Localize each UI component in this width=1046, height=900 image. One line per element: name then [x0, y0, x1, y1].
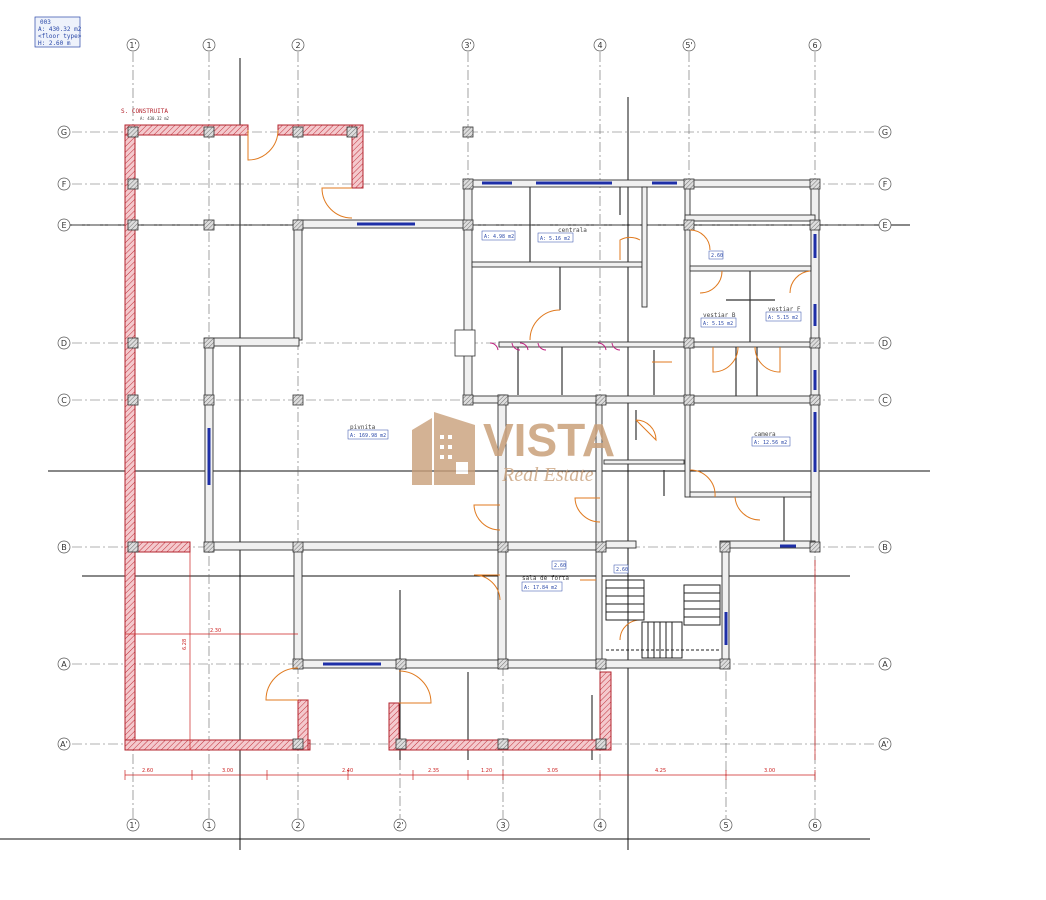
construction-area: A: 430.32 m2 — [140, 116, 169, 121]
dimension-value: 4.25 — [655, 768, 666, 774]
axis-label: B — [61, 543, 67, 552]
axis-bubbles-top: 1' 1 2 3' 4 5' 6 — [126, 38, 822, 52]
level-tag: 2.60 — [616, 567, 628, 573]
axis-label: D — [882, 339, 888, 348]
room-labels: S. CONSTRUITA A: 430.32 m2 A: 4.98 m2 ce… — [121, 108, 802, 592]
dimension-value: 2.40 — [342, 768, 353, 774]
dimension-value: 2.60 — [142, 768, 153, 774]
room-area: A: 5.16 m2 — [540, 236, 570, 242]
swing-doors — [489, 342, 621, 351]
axis-label: A' — [60, 740, 68, 749]
axis-label: 6 — [812, 821, 817, 830]
watermark-logo: VISTA Real Estate — [412, 412, 615, 486]
room-area: A: 4.98 m2 — [484, 234, 514, 240]
axis-label: 2 — [295, 821, 300, 830]
room-name-camera: camera — [754, 431, 776, 438]
axis-label: G — [61, 128, 67, 137]
room-name-sala-de-forta: sala de forta — [522, 575, 569, 582]
axis-bubbles-right: G F E D C B A A' — [878, 125, 892, 751]
dimension-value: 1.20 — [481, 768, 492, 774]
axis-label: 3' — [464, 41, 471, 50]
axis-label: 1' — [129, 41, 136, 50]
structural-columns — [127, 126, 821, 750]
room-name-vestiar-b: vestiar B — [703, 312, 736, 319]
axis-label: 2' — [396, 821, 403, 830]
dimension-value: 2.35 — [428, 768, 439, 774]
room-area: A: 5.15 m2 — [703, 321, 733, 327]
axis-label: D — [61, 339, 67, 348]
axis-label: 4 — [597, 821, 602, 830]
axis-label: B — [882, 543, 888, 552]
level-tag: 2.60 — [711, 253, 723, 259]
dimension-value: 6.28 — [182, 639, 188, 650]
room-name-vestiar-f: vestiar F — [768, 306, 801, 313]
dimension-value: 3.00 — [222, 768, 233, 774]
axis-label: 2 — [295, 41, 300, 50]
watermark-brand: VISTA — [483, 414, 615, 466]
axis-label: E — [61, 221, 66, 230]
dimension-lines — [124, 552, 816, 780]
axis-label: C — [882, 396, 888, 405]
room-name-centrala: centrala — [558, 227, 587, 234]
axis-label: 1 — [206, 821, 211, 830]
axis-label: 5 — [723, 821, 728, 830]
info-line-3: <floor type> — [38, 33, 82, 40]
axis-bubbles-bottom: 1' 1 2 2' 3 4 5 6 — [126, 818, 822, 832]
level-info-box: 003 A: 430.32 m2 <floor type> H: 2.60 m — [34, 16, 82, 48]
dimension-texts: 2.60 3.00 2.40 2.35 1.20 3.05 4.25 3.00 … — [142, 628, 775, 774]
axis-label: G — [882, 128, 888, 137]
dimension-value: 3.00 — [764, 768, 775, 774]
room-area: A: 169.98 m2 — [350, 433, 386, 439]
dimension-value: 3.05 — [547, 768, 558, 774]
dimension-value: 2.30 — [210, 628, 221, 634]
axis-bubbles-left: G F E D C B A A' — [57, 125, 71, 751]
partitions — [517, 187, 785, 541]
room-area: A: 17.84 m2 — [524, 585, 557, 591]
axis-label: F — [883, 180, 888, 189]
room-name-pivnita: pivnita — [350, 424, 376, 431]
axis-label: 4 — [597, 41, 602, 50]
level-tags: 2.60 2.60 2.60 — [551, 250, 724, 574]
axis-label: A' — [881, 740, 889, 749]
axis-label: A — [61, 660, 67, 669]
axis-label: 3 — [500, 821, 505, 830]
construction-title: S. CONSTRUITA — [121, 108, 168, 115]
axis-label: A — [882, 660, 888, 669]
axis-label: C — [61, 396, 67, 405]
axis-label: F — [62, 180, 67, 189]
axis-label: E — [882, 221, 887, 230]
info-line-1: 003 — [40, 19, 51, 26]
axis-label: 1' — [129, 821, 136, 830]
room-area: A: 12.56 m2 — [754, 440, 787, 446]
axis-label: 1 — [206, 41, 211, 50]
building-icon — [412, 412, 475, 485]
axis-label: 6 — [812, 41, 817, 50]
axis-label: 5' — [685, 41, 692, 50]
watermark-tagline: Real Estate — [501, 464, 594, 486]
info-line-4: H: 2.60 m — [38, 40, 71, 47]
stairs — [605, 579, 721, 659]
info-line-2: A: 430.32 m2 — [38, 26, 82, 33]
windows — [207, 181, 817, 666]
level-tag: 2.60 — [554, 563, 566, 569]
room-area: A: 5.15 m2 — [768, 315, 798, 321]
